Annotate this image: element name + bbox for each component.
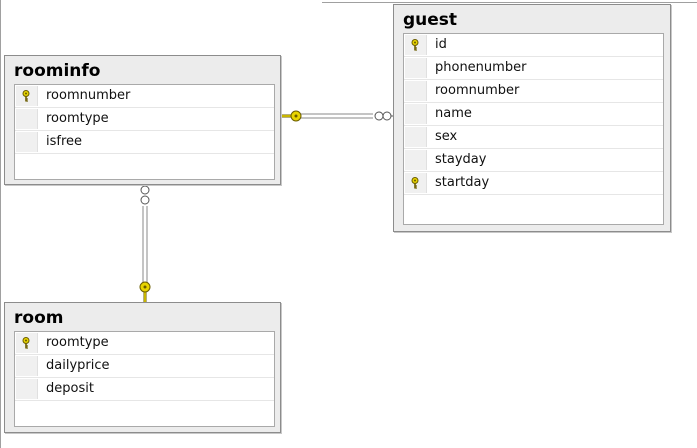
column-name: startday — [435, 175, 490, 190]
row-selector[interactable] — [405, 104, 427, 124]
primary-key-icon — [22, 90, 30, 102]
relationship-guest-roominfo[interactable] — [281, 110, 394, 122]
row-selector[interactable] — [405, 35, 427, 55]
row-selector[interactable] — [16, 132, 38, 152]
column-name: sex — [435, 129, 458, 144]
row-selector[interactable] — [16, 333, 38, 353]
canvas-top-edge — [322, 2, 697, 3]
column-name: deposit — [46, 381, 94, 396]
row-selector[interactable] — [405, 150, 427, 170]
column-name: name — [435, 106, 472, 121]
column-grid: roomtype dailyprice deposit — [14, 331, 275, 427]
table-roominfo[interactable]: roominfo roomnumber roomtype isfree — [4, 55, 281, 185]
column-row[interactable]: startday — [404, 172, 663, 195]
column-row[interactable]: roomtype — [15, 332, 274, 355]
relationship-roominfo-room[interactable] — [139, 185, 151, 302]
row-selector[interactable] — [405, 58, 427, 78]
row-selector[interactable] — [405, 81, 427, 101]
column-row[interactable]: phonenumber — [404, 57, 663, 80]
row-selector[interactable] — [16, 379, 38, 399]
table-title[interactable]: roominfo — [14, 61, 101, 81]
column-name: roomtype — [46, 335, 109, 350]
row-selector[interactable] — [16, 109, 38, 129]
row-selector[interactable] — [16, 356, 38, 376]
one-end-key-icon — [281, 110, 302, 122]
table-guest[interactable]: guest id phonenumber roomnumber name — [393, 4, 671, 232]
column-name: id — [435, 37, 447, 52]
column-row[interactable]: sex — [404, 126, 663, 149]
row-selector[interactable] — [16, 86, 38, 106]
column-row[interactable]: stayday — [404, 149, 663, 172]
column-row[interactable]: roomtype — [15, 108, 274, 131]
primary-key-icon — [411, 177, 419, 189]
column-row[interactable]: isfree — [15, 131, 274, 154]
column-row[interactable]: dailyprice — [15, 355, 274, 378]
primary-key-icon — [22, 337, 30, 349]
column-name: phonenumber — [435, 60, 527, 75]
column-name: isfree — [46, 134, 83, 149]
column-name: roomtype — [46, 111, 109, 126]
column-name: roomnumber — [46, 88, 131, 103]
column-row[interactable]: name — [404, 103, 663, 126]
table-room[interactable]: room roomtype dailyprice deposit — [4, 302, 281, 433]
column-row[interactable]: roomnumber — [15, 85, 274, 108]
many-end-infinity-icon — [140, 185, 150, 205]
table-title[interactable]: room — [14, 308, 64, 328]
column-name: stayday — [435, 152, 487, 167]
column-row[interactable]: deposit — [15, 378, 274, 401]
canvas-left-edge — [0, 0, 1, 448]
column-row[interactable]: roomnumber — [404, 80, 663, 103]
row-selector[interactable] — [405, 127, 427, 147]
column-name: dailyprice — [46, 358, 110, 373]
row-selector[interactable] — [405, 173, 427, 193]
column-grid: roomnumber roomtype isfree — [14, 84, 275, 180]
primary-key-icon — [411, 39, 419, 51]
table-title[interactable]: guest — [403, 10, 458, 30]
column-row[interactable]: id — [404, 34, 663, 57]
many-end-infinity-icon — [374, 111, 394, 121]
one-end-key-icon — [139, 281, 151, 302]
column-grid: id phonenumber roomnumber name sex stayd… — [403, 33, 664, 225]
column-name: roomnumber — [435, 83, 520, 98]
